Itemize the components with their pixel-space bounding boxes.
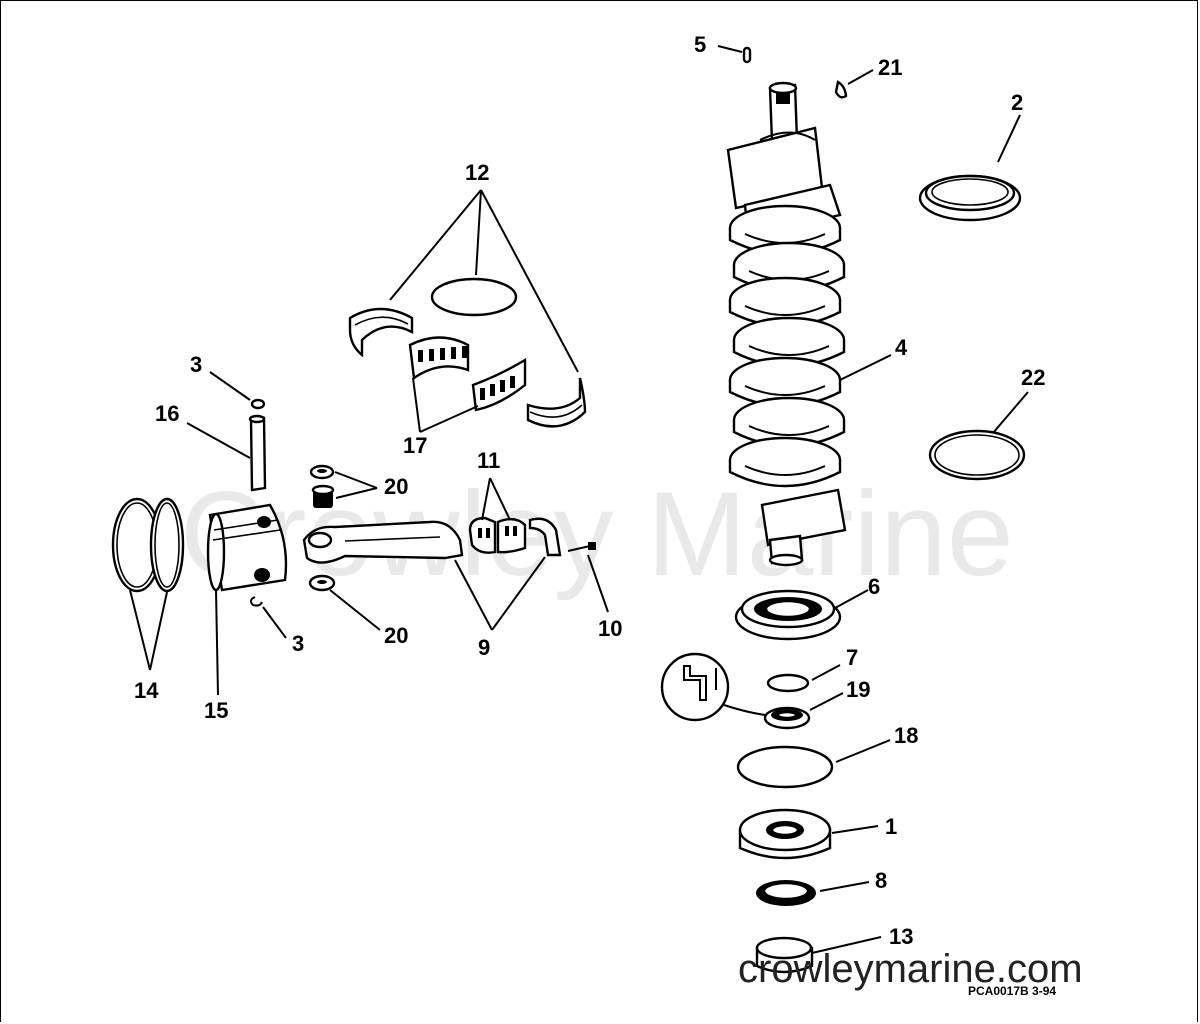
part-retaining-ring-13[interactable] [430,277,518,317]
part-key[interactable] [742,46,752,64]
callout-12: 11 [477,448,500,473]
part-thrust-washer-top[interactable] [309,464,335,480]
callout-19: 19 [846,677,870,702]
callout-1: 1 [885,814,897,839]
part-needle-bearing-cage-a[interactable] [408,336,470,381]
callout-17: 17 [403,433,427,458]
drawing-code: PCA0017B 3-94 [968,984,1056,998]
part-piston[interactable] [206,503,288,592]
callout-labels: 5 21 2 12 4 22 3 16 17 11 20 6 10 20 3 9… [134,32,1045,949]
part-piston-rings[interactable] [111,497,185,593]
callout-16: 16 [155,401,179,426]
part-sleeve[interactable] [755,936,814,974]
part-rod-bearing-cages[interactable] [468,516,527,554]
part-seal[interactable] [756,880,816,906]
part-needle-bearing[interactable] [763,706,811,730]
part-connecting-rod[interactable] [302,517,562,564]
part-pin-clip-top[interactable] [250,398,266,410]
part-bearing-retainer-right[interactable] [526,377,587,428]
callout-20-top: 20 [384,474,408,499]
part-o-ring-large[interactable] [928,429,1026,481]
callout-20-bottom: 20 [384,623,408,648]
callout-21: 21 [878,55,902,80]
part-wrist-pin[interactable] [248,414,267,492]
callout-5: 7 [846,645,858,670]
site-url[interactable]: crowleymarine.com [738,947,1083,991]
part-needle-bearing-small[interactable] [311,484,335,508]
callout-4: 4 [895,335,908,360]
part-seal-ring[interactable] [918,174,1022,222]
callout-3-top: 3 [190,352,202,377]
callout-14: 14 [134,678,159,703]
callout-13: 12 [465,160,489,185]
callout-18: 18 [894,723,918,748]
inset-detail [660,652,766,722]
callout-15: 15 [204,698,228,723]
part-pin-clip-bottom[interactable] [249,596,263,607]
callout-6: 6 [868,574,880,599]
callout-22: 22 [1021,365,1045,390]
part-woodruff-key[interactable] [834,80,848,99]
part-bearing-housing[interactable] [738,808,832,860]
part-thrust-washer-bottom[interactable] [308,574,336,592]
part-crankshaft[interactable] [726,81,847,567]
callout-7: 5 [694,32,706,57]
part-retaining-ring[interactable] [766,673,810,693]
callout-2: 2 [1011,90,1023,115]
part-rod-bolt[interactable] [567,542,596,552]
callout-9: 13 [889,924,913,949]
part-ball-bearing[interactable] [734,589,842,641]
leader-lines [129,45,1029,954]
callout-8: 8 [875,868,887,893]
part-needle-bearing-cage-b[interactable] [471,357,527,412]
callout-10: 9 [478,635,490,660]
part-bearing-retainer-left[interactable] [348,307,414,358]
callout-11: 10 [598,616,622,641]
part-o-ring[interactable] [736,745,834,789]
callout-3-bottom: 3 [292,631,304,656]
